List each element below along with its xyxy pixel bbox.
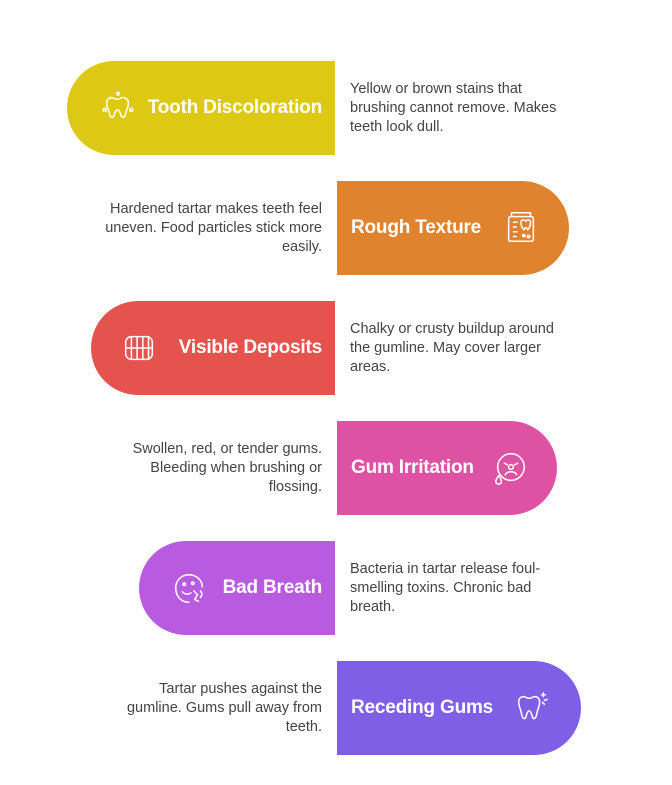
tooth-stains-icon: [98, 88, 138, 128]
item-title: Tooth Discoloration: [147, 97, 322, 118]
item-pill-visible-deposits: Visible Deposits: [91, 301, 335, 395]
item-pill-tooth-discoloration: Tooth Discoloration: [67, 61, 335, 155]
sad-face-drop-icon: [490, 448, 530, 488]
tooth-sparkle-icon: [512, 688, 552, 728]
tooth-texture-icon: [501, 208, 541, 248]
item-description: Hardened tartar makes teeth feel uneven.…: [105, 201, 322, 255]
item-description: Bacteria in tartar release foul-smelling…: [350, 561, 541, 615]
item-title: Visible Deposits: [178, 337, 322, 358]
breath-face-icon: [169, 568, 209, 608]
item-description: Swollen, red, or tender gums. Bleeding w…: [132, 441, 322, 495]
item-pill-rough-texture: Rough Texture: [337, 181, 569, 275]
item-title: Gum Irritation: [351, 457, 474, 478]
item-description: Yellow or brown stains that brushing can…: [350, 81, 557, 135]
item-pill-bad-breath: Bad Breath: [139, 541, 335, 635]
teeth-row-icon: [119, 328, 159, 368]
item-description: Chalky or crusty buildup around the guml…: [350, 321, 554, 375]
item-title: Receding Gums: [351, 697, 494, 718]
item-description: Tartar pushes against the gumline. Gums …: [126, 681, 322, 735]
item-title: Bad Breath: [222, 577, 323, 598]
item-pill-gum-irritation: Gum Irritation: [337, 421, 557, 515]
item-title: Rough Texture: [351, 217, 482, 238]
item-pill-receding-gums: Receding Gums: [337, 661, 581, 755]
